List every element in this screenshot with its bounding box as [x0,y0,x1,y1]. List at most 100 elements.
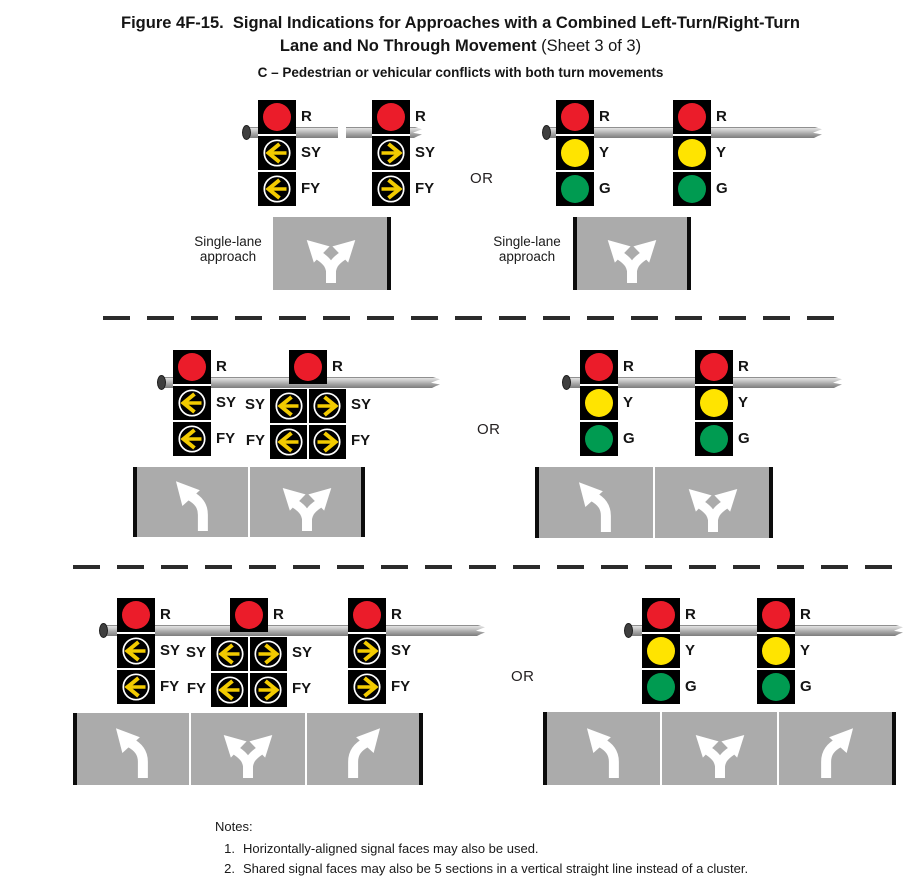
signal-section-label: SY [216,394,237,411]
mast-arm-cap [99,623,108,638]
signal-ball-yellow-icon [678,139,706,167]
signal-arrow-right-icon [313,392,341,420]
lane-arrow-fork-icon [688,488,738,532]
figure-title: Figure 4F-15. Signal Indications for App… [0,11,921,58]
signal-ball-red-icon [561,103,589,131]
mast-arm-cap [562,375,571,390]
signal-section-label: SY [292,644,313,661]
lane-marking [307,713,421,785]
signal-arrow-right-icon [353,673,381,701]
signal-ball-green-icon [585,425,613,453]
signal-ball-red-icon [235,601,263,629]
signal-section-label: Y [738,394,749,411]
lane-arrow-left-icon [175,481,208,531]
signal-ball-yellow-icon [647,637,675,665]
lane-arrow-left-icon [586,727,619,778]
signal-ball-red-icon [122,601,150,629]
signal-section-label: SY [185,644,206,661]
signal-section-label: R [716,108,727,125]
signal-cluster-top [230,598,268,632]
note-item: 2.Shared signal faces may also be 5 sect… [215,861,875,876]
lane-arrow-right-icon [820,727,853,778]
lane-edge-line [419,713,423,785]
signal-section-label: R [301,108,312,125]
signal-ball-yellow-icon [585,389,613,417]
signal-head [556,100,594,206]
lane-marking [191,713,305,785]
note-number: 1. [224,841,235,856]
lane-arrow-right-icon [348,728,381,778]
signal-section-label: SY [351,396,372,413]
signal-section-label: R [391,606,402,623]
or-label: OR [470,170,494,187]
signal-ball-green-icon [678,175,706,203]
signal-ball-red-icon [178,353,206,381]
signal-section-label: R [599,108,610,125]
single-lane-caption-line: approach [199,249,257,264]
lane-marking [545,712,660,785]
signal-arrow-left-icon [275,392,303,420]
signal-head [695,350,733,456]
lane-edge-line [892,712,896,785]
lane-arrow-fork-icon [306,239,356,283]
lane-arrow-left-icon [578,481,611,532]
signal-section-label: R [216,358,227,375]
signal-ball-green-icon [700,425,728,453]
note-text: Horizontally-aligned signal faces may al… [243,841,539,856]
figure-title-line2: Lane and No Through Movement (Sheet 3 of… [0,35,921,58]
signal-arrow-left-icon [216,640,244,668]
signal-section-label: SY [415,144,436,161]
lane-edge-line [769,467,773,538]
signal-section-label: Y [716,144,727,161]
signal-section-label: G [599,180,611,197]
signal-section-label: Y [685,642,696,659]
lane-marking [662,712,777,785]
or-label: OR [511,668,535,685]
signal-ball-red-icon [700,353,728,381]
signal-arrow-left-icon [263,175,291,203]
signal-section-label: FY [216,430,236,447]
mast-arm-cap [242,125,251,140]
signal-cluster-shared [211,637,287,707]
lane-arrow-fork-icon [282,488,331,531]
signal-ball-red-icon [678,103,706,131]
signal-ball-red-icon [294,353,322,381]
signal-section-label: FY [415,180,435,197]
signal-section-label: FY [245,432,265,449]
signal-section-label: G [623,430,635,447]
signal-arrow-left-icon [275,428,303,456]
signal-arrow-right-icon [313,428,341,456]
signal-ball-yellow-icon [762,637,790,665]
signal-section-label: R [623,358,634,375]
signal-arrow-right-icon [377,139,405,167]
mast-arm-pipe [103,625,485,636]
signal-ball-yellow-icon [561,139,589,167]
signal-ball-green-icon [647,673,675,701]
signal-head [757,598,795,704]
signal-cluster-top [289,350,327,384]
signal-arrow-left-icon [216,676,244,704]
single-lane-caption-line: Single-lane [194,234,262,249]
signal-ball-red-icon [263,103,291,131]
signal-arrow-left-icon [122,637,150,665]
notes: Notes: 1.Horizontally-aligned signal fac… [215,819,875,881]
signal-section-label: FY [292,680,312,697]
lane-marking [75,713,189,785]
signal-section-label: FY [301,180,321,197]
signal-head [348,598,386,704]
lane-edge-line [361,467,365,537]
lane-marking [575,217,689,290]
signal-section-label: SY [391,642,412,659]
signal-cluster-shared [270,389,346,459]
figure-title-line2-tail: (Sheet 3 of 3) [536,37,642,55]
lane-arrow-fork-icon [223,735,273,778]
note-item: 1. Horizontally-aligned signal faces may … [215,841,875,856]
signal-ball-red-icon [353,601,381,629]
lane-edge-line [387,217,391,290]
signal-section-label: SY [244,396,265,413]
note-number: 2. [224,861,235,876]
signal-arrow-left-icon [263,139,291,167]
signal-head [173,350,211,456]
mast-arm-cap [542,125,551,140]
